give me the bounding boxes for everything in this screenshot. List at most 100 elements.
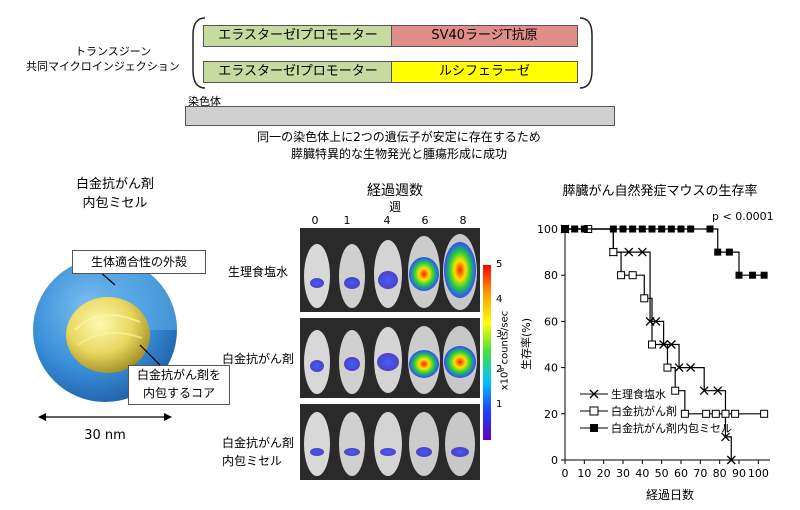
point-micelle [725,248,733,256]
point-micelle [638,225,646,233]
point-micelle [609,225,617,233]
legend-marker-open-square [580,406,608,415]
core-label-box: 白金抗がん剤を 内包するコア [128,365,230,405]
week-6: 6 [421,214,429,227]
colorbar-tick-3: 3 [496,329,503,340]
point-micelle [561,225,569,233]
x-tick-label: 60 [674,467,688,480]
point-micelle [760,271,768,279]
colorbar-tick-5: 5 [496,259,503,270]
row1-promoter-box: エラスターゼⅠプロモーター [203,25,393,47]
row-label-micelle-2: 内包ミセル [222,454,283,468]
point-micelle [571,225,579,233]
legend-item-drug: 白金抗がん剤 [580,402,732,419]
point-saline [651,316,661,326]
imaging-panel-drug [300,318,480,398]
chart-annotation: p < 0.0001 [712,210,774,223]
point-saline [666,340,676,349]
point-saline [624,247,634,257]
legend-item-saline: 生理食塩水 [580,385,732,402]
shell-label-box: 生体適合性の外殻 [72,250,206,274]
chromosome-bar [185,106,615,126]
point-saline [637,247,647,257]
transgene-label: トランスジーン [75,45,152,58]
core-label-2: 内包するコア [142,386,215,400]
row2-promoter-box: エラスターゼⅠプロモーター [203,61,393,83]
x-tick-label: 10 [577,467,591,480]
micelle-title-2: 内包ミセル [82,196,148,211]
x-tick-label: 50 [655,467,669,480]
point-drug [721,409,730,418]
x-tick-label: 70 [693,467,707,480]
point-micelle [677,225,685,233]
point-drug [702,409,711,418]
point-micelle [749,271,757,279]
point-micelle [629,225,637,233]
point-drug [628,271,637,280]
row2-luciferase-box: ルシフェラーゼ [391,61,578,83]
colorbar-tick-1: 1 [496,399,503,410]
x-tick-label: 100 [748,467,769,480]
construct-note-2: 膵臓特異的な生物発光と腫瘍形成に成功 [290,147,507,161]
construct-note-1: 同一の染色体上に2つの遺伝子が安定に存在するため [257,130,541,144]
point-micelle [687,225,695,233]
y-tick-label: 20 [544,408,558,421]
point-micelle [714,248,722,256]
week-unit: 週 [388,200,401,214]
micelle-core [66,297,150,373]
point-micelle [706,225,714,233]
point-drug [680,409,689,418]
micelle-title-1: 白金抗がん剤 [75,177,154,192]
chart-legend: 生理食塩水 白金抗がん剤 白金抗がん剤内包ミセル [580,385,732,436]
x-tick-label: 40 [635,467,649,480]
point-drug [731,409,740,418]
y-tick-label: 100 [537,223,558,236]
y-tick-label: 60 [544,315,558,328]
point-drug [609,248,618,257]
core-label-1: 白金抗がん剤を [136,368,221,382]
y-tick-label: 0 [551,454,558,467]
chart-title: 膵臓がん自然発症マウスの生存率 [562,184,758,199]
point-drug [711,409,720,418]
point-saline [674,363,684,373]
colorbar [483,265,491,440]
x-tick-label: 90 [732,467,746,480]
point-saline [726,455,736,465]
point-micelle [648,225,656,233]
chromosome-label: 染色体 [188,95,221,108]
colorbar-tick-4: 4 [496,294,503,305]
imaging-panel-micelle [300,404,480,480]
point-saline [713,386,723,396]
point-drug [663,363,672,372]
colorbar-tick-2: 2 [496,364,503,375]
point-saline [699,386,709,396]
point-drug [648,340,656,349]
legend-item-micelle: 白金抗がん剤内包ミセル [580,419,732,436]
week-0: 0 [311,214,319,227]
week-8: 8 [459,214,467,227]
x-tick-label: 20 [597,467,611,480]
x-tick-label: 80 [713,467,727,480]
point-drug [640,294,649,303]
legend-marker-x [580,389,608,398]
y-tick-label: 40 [544,362,558,375]
point-micelle [619,225,627,233]
legend-marker-filled-square [580,423,608,432]
point-micelle [580,225,588,233]
x-tick-label: 0 [562,467,569,480]
y-tick-label: 80 [544,269,558,282]
row1-large-t-box: SV40ラージT抗原 [391,25,578,47]
row-label-micelle-1: 白金抗がん剤 [222,436,295,450]
x-tick-label: 30 [616,467,630,480]
point-micelle [735,271,743,279]
point-drug [671,386,680,395]
imaging-panel-saline [300,228,480,312]
imaging-title: 経過週数 [367,183,423,199]
point-drug [617,271,626,280]
row-label-drug: 白金抗がん剤 [222,352,295,366]
scale-label: 30 nm [84,428,126,443]
x-axis-label: 経過日数 [645,488,694,502]
point-drug [760,409,769,418]
